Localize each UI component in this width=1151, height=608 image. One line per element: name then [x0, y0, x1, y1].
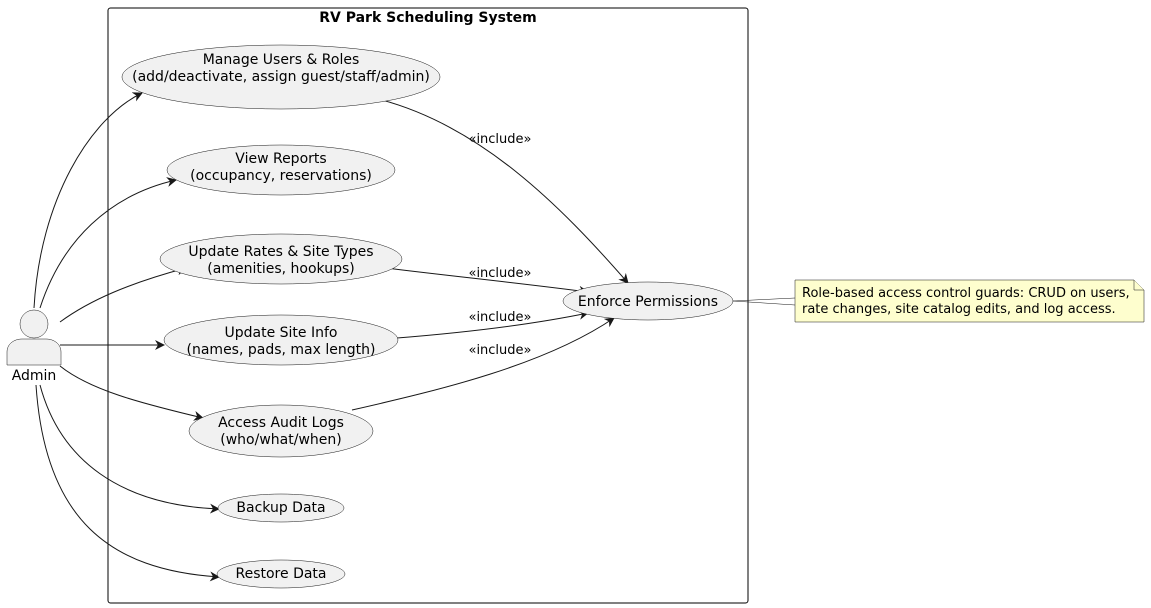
actor-label: Admin: [12, 368, 57, 384]
use-case-enforce-permissions[interactable]: Enforce Permissions: [562, 281, 734, 321]
note-line-2: rate changes, site catalog edits, and lo…: [802, 302, 1116, 317]
use-case-backup-data[interactable]: Backup Data: [217, 493, 345, 523]
system-boundary-box: [107, 7, 749, 604]
assoc-update-rates: [59, 265, 187, 323]
include-update-site-info: [396, 309, 589, 339]
actor-admin[interactable]: Admin: [6, 309, 62, 384]
use-case-manage-users[interactable]: Manage Users & Roles (add/deactivate, as…: [121, 44, 441, 110]
actor-associations: [33, 92, 220, 582]
note-connector: [732, 297, 796, 306]
assoc-access-audit-logs: [59, 365, 204, 421]
use-case-view-reports[interactable]: View Reports (occupancy, reservations): [166, 144, 396, 196]
include-label-update-site-info: «include»: [468, 310, 531, 325]
include-label-update-rates: «include»: [468, 266, 531, 281]
include-label-manage-users: «include»: [468, 132, 531, 147]
include-label-access-audit-logs: «include»: [468, 343, 531, 358]
use-case-update-rates[interactable]: Update Rates & Site Types (amenities, ho…: [159, 233, 403, 285]
include-access-audit-logs: [351, 317, 615, 411]
use-case-view-reports-detail: (occupancy, reservations): [190, 168, 372, 184]
use-case-access-audit-logs-detail: (who/what/when): [220, 432, 341, 448]
use-case-update-rates-title: Update Rates & Site Types: [188, 244, 373, 260]
note-box: [794, 279, 1145, 323]
assoc-view-reports: [39, 177, 177, 309]
system-boundary: RV Park Scheduling System: [107, 7, 749, 604]
note: Role-based access control guards: CRUD o…: [732, 279, 1145, 323]
system-title: RV Park Scheduling System: [319, 10, 537, 26]
use-case-restore-data[interactable]: Restore Data: [216, 559, 346, 589]
assoc-restore-data: [35, 384, 220, 582]
include-manage-users: [377, 98, 629, 284]
use-case-view-reports-title: View Reports: [235, 151, 326, 167]
note-fold: [1133, 280, 1144, 291]
include-update-rates: [385, 267, 589, 296]
use-case-update-site-info-title: Update Site Info: [225, 325, 338, 341]
use-case-update-rates-detail: (amenities, hookups): [207, 261, 354, 277]
assoc-manage-users: [33, 92, 143, 309]
use-case-update-site-info-detail: (names, pads, max length): [187, 342, 376, 358]
use-case-restore-data-title: Restore Data: [236, 566, 327, 582]
use-case-access-audit-logs[interactable]: Access Audit Logs (who/what/when): [188, 404, 374, 458]
use-case-manage-users-detail: (add/deactivate, assign guest/staff/admi…: [132, 69, 430, 85]
include-relations: «include» «include» «include» «include»: [351, 98, 629, 411]
assoc-backup-data: [39, 384, 220, 514]
user-icon: [6, 309, 62, 366]
note-line-1: Role-based access control guards: CRUD o…: [802, 286, 1130, 301]
use-case-backup-data-title: Backup Data: [236, 500, 325, 516]
use-case-update-site-info[interactable]: Update Site Info (names, pads, max lengt…: [163, 314, 399, 366]
use-case-access-audit-logs-title: Access Audit Logs: [218, 415, 344, 431]
use-case-enforce-permissions-title: Enforce Permissions: [578, 294, 718, 310]
use-case-manage-users-title: Manage Users & Roles: [203, 52, 360, 68]
